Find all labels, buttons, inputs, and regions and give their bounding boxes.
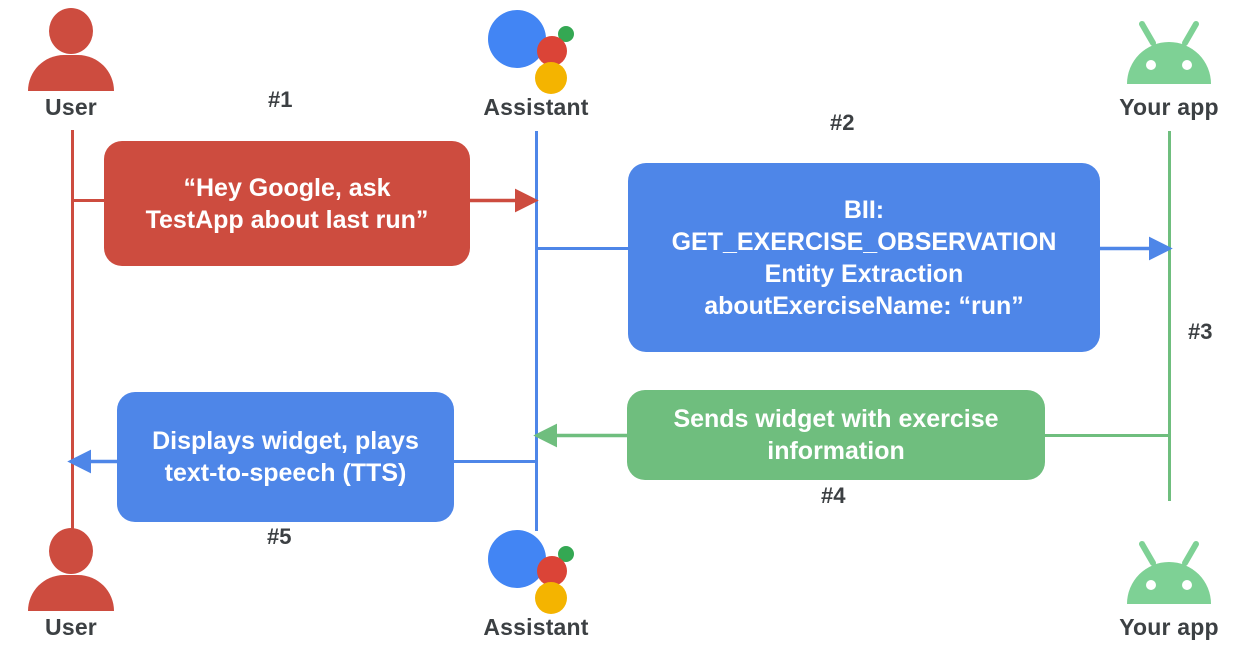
connector-assistant-step2 — [535, 247, 645, 250]
connector-assistant-step5 — [440, 460, 537, 463]
message-text-step2: BII: GET_EXERCISE_OBSERVATION Entity Ext… — [671, 195, 1057, 320]
step-label-1: #1 — [268, 87, 293, 112]
actor-label-app-bottom: Your app — [1119, 614, 1219, 640]
message-text-step1: “Hey Google, ask TestApp about last run” — [145, 173, 429, 234]
message-text-step5: Displays widget, plays text-to-speech (T… — [152, 427, 419, 487]
connector-user-step1 — [71, 199, 131, 202]
message-box-step1[interactable]: “Hey Google, ask TestApp about last run” — [104, 141, 470, 266]
user-icon — [28, 528, 114, 611]
actor-label-assistant-bottom: Assistant — [483, 614, 589, 640]
actor-assistant-bottom: Assistant — [461, 524, 611, 639]
step-label-4: #4 — [821, 483, 846, 508]
message-box-step5[interactable]: Displays widget, plays text-to-speech (T… — [117, 392, 454, 522]
message-box-step4[interactable]: Sends widget with exercise information — [627, 390, 1045, 480]
actor-app-bottom: Your app — [1094, 530, 1244, 639]
actor-label-app-top: Your app — [1119, 94, 1219, 120]
actor-user-top: User — [0, 8, 146, 119]
actor-app-top: Your app — [1094, 10, 1244, 119]
actor-label-user-top: User — [45, 94, 97, 120]
actor-user-bottom: User — [0, 528, 146, 639]
connector-app-step4 — [1040, 434, 1170, 437]
actor-assistant-top: Assistant — [461, 4, 611, 119]
message-text-step4: Sends widget with exercise information — [673, 405, 999, 465]
step-label-3: #3 — [1188, 319, 1213, 344]
android-robot-icon — [1117, 10, 1221, 92]
step-label-5: #5 — [267, 524, 292, 549]
step-label-2: #2 — [830, 110, 855, 135]
lifeline-assistant-top — [535, 131, 538, 531]
user-icon — [28, 8, 114, 91]
actor-label-assistant-top: Assistant — [483, 94, 589, 120]
lifeline-user-top — [71, 130, 74, 532]
google-assistant-icon — [488, 4, 584, 94]
message-box-step2[interactable]: BII: GET_EXERCISE_OBSERVATION Entity Ext… — [628, 163, 1100, 352]
lifeline-app-top — [1168, 131, 1171, 501]
android-robot-icon — [1117, 530, 1221, 612]
google-assistant-icon — [488, 524, 584, 614]
actor-label-user-bottom: User — [45, 614, 97, 640]
